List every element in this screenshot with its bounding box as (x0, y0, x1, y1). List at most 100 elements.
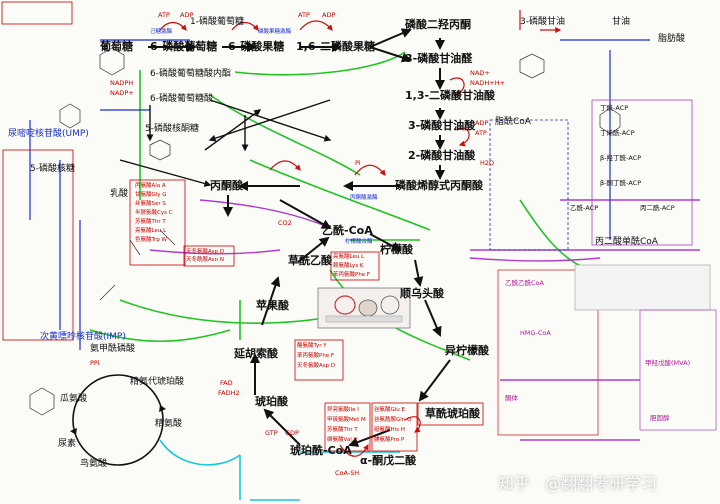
node-oxalosuccinate: 草酰琥珀酸 (425, 407, 480, 420)
node-cisaconitate: 顺乌头酸 (400, 287, 444, 300)
node-glucose: 葡萄糖 (100, 40, 133, 53)
aa-ser: 丝氨酸Ser S (135, 201, 166, 207)
aa-gln: 谷氨酰胺Gln Q (374, 417, 412, 423)
label-cholesterol: 胆固醇 (650, 414, 670, 422)
aa-pro: 脯氨酸Pro P (374, 437, 405, 443)
aa-asp: 天冬氨酸Asp D (186, 249, 225, 255)
blue-pathways (29, 39, 650, 350)
purple-pathways (149, 199, 700, 441)
acp-label-2: 乙酰-ACP (570, 204, 599, 212)
cofactor-nad: NAD+ (470, 69, 490, 77)
aa-thr: 苏氨酸Thr T (135, 219, 166, 225)
aa-thr-2: 苏氨酸Thr T (327, 427, 358, 433)
node-g6p: 6-磷酸葡萄糖 (150, 40, 218, 53)
cofactor-atp-3: ATP (475, 129, 487, 137)
node-ump: 尿嘧啶核苷酸(UMP) (8, 129, 89, 139)
node-pgluconate: 6-磷酸葡萄糖酸 (150, 94, 213, 104)
aa-leu: 亮氨酸Leu L (135, 228, 167, 234)
node-pgl: 6-磷酸葡萄糖酸内酯 (150, 69, 231, 79)
node-bpg: 1,3-二磷酸甘油酸 (405, 89, 496, 102)
aa-trp: 色氨酸Trp W (135, 237, 167, 243)
node-argsucc: 精氨代琥珀酸 (130, 377, 185, 387)
cofactor-adp-2: ADP (322, 11, 336, 19)
watermark-zhihu: 知乎 (498, 474, 531, 493)
aa-lys: 赖氨酸Lys K (333, 263, 364, 269)
enzyme-complex-figure (317, 287, 411, 329)
acp-label-1: 丁酰-ACP (600, 104, 629, 112)
aa-tyr: 酪氨酸Tyr Y (297, 343, 327, 349)
cofactor-coash: CoA-SH (335, 469, 360, 477)
node-pyruvate: 丙酮酸 (210, 179, 243, 192)
node-pentose: 5-磷酸核糖 (30, 164, 75, 174)
aa-asn: 天冬酰胺Asn N (186, 257, 224, 263)
cofactor-adp-1: ADP (180, 11, 194, 19)
node-lactate: 乳酸 (110, 189, 129, 199)
pentose-arrows (119, 99, 332, 187)
node-g3p: 3-磷酸甘油醛 (405, 52, 473, 65)
acp-label-6: 丁烯酰-ACP (600, 129, 635, 137)
node-urea: 尿素 (58, 439, 77, 449)
aa-his: 组氨酸His H (374, 427, 405, 433)
node-imp: 次黄嘌呤核苷酸(IMP) (40, 332, 126, 342)
cofactor-h2o: H2O (480, 159, 495, 167)
aa-met: 甲硫氨酸Met M (327, 417, 366, 423)
cofactor-adp-3: ADP (475, 119, 489, 127)
node-citrulline: 瓜氨酸 (60, 394, 88, 404)
acp-label-4: β-羟丁酰-ACP (600, 154, 642, 162)
aa-ala: 丙氨酸Ala A (135, 183, 166, 189)
node-glycerol3p: 3-磷酸甘油 (520, 17, 565, 27)
cofactor-pi: Pi (355, 159, 361, 167)
enzyme-cs: 柠檬酸合酶 (345, 239, 373, 245)
left-column-boxes (1, 1, 484, 452)
cofactor-nadph: NADPH (110, 79, 134, 87)
cofactor-nadh: NADH+H+ (470, 79, 505, 87)
node-malate: 苹果酸 (256, 299, 289, 312)
aa-val: 缬氨酸Val V (327, 437, 358, 443)
aa-ile: 异亮氨酸Ile I (327, 407, 359, 413)
node-isocitrate: 异柠檬酸 (445, 344, 489, 357)
node-acetylcoa: 乙酰-CoA (322, 224, 373, 237)
aa-cys: 半胱氨酸Cys C (135, 210, 173, 216)
node-fbp: 1,6-二磷酸果糖 (296, 40, 376, 53)
cofactor-co2: CO2 (278, 219, 292, 227)
aa-glu: 谷氨酸Glu E (374, 407, 405, 413)
node-oxaloacetate: 草酰乙酸 (288, 254, 332, 267)
node-fattyacylcoa: 脂酰CoA (495, 117, 531, 127)
urea-cycle (70, 374, 166, 466)
node-pg3: 3-磷酸甘油酸 (408, 119, 476, 132)
fatty-acid-region (489, 99, 717, 436)
node-f6p: 6-磷酸果糖 (228, 40, 285, 53)
node-citrate: 柠檬酸 (380, 243, 413, 256)
node-g1p: 1-磷酸葡萄糖 (190, 17, 244, 27)
enzyme-hexokinase: 己糖激酶 (150, 29, 173, 35)
structure-sketches (29, 47, 621, 416)
aa-leu-2: 亮氨酸Leu L (333, 254, 365, 260)
node-ru5p: 5-磷酸核酮糖 (145, 124, 199, 134)
acp-label-5: β-酮丁酰-ACP (600, 179, 642, 187)
watermark-author: @翻翻考研学习 (545, 474, 658, 493)
label-mva: 甲羟戊酸(MVA) (645, 359, 691, 367)
node-pg2: 2-磷酸甘油酸 (408, 149, 476, 162)
enzyme-pfk: 磷酸果糖激酶 (258, 29, 292, 35)
aa-asp-2: 天冬氨酸Asp D (297, 363, 336, 369)
label-acetoacetyl: 乙酰乙酰CoA (505, 279, 544, 287)
aa-phe-2: 苯丙氨酸Phe F (297, 353, 335, 359)
cofactor-atp-2: ATP (298, 11, 310, 19)
node-malonyl: 丙二酸单酰CoA (595, 237, 658, 247)
node-dhap: 磷酸二羟丙酮 (405, 18, 471, 31)
cofactor-gdp: GDP (285, 429, 299, 437)
aa-phe: 苯丙氨酸Phe F (333, 272, 371, 278)
cofactor-nadp: NADP+ (110, 89, 134, 97)
node-arginine: 精氨酸 (155, 419, 183, 429)
node-fumarate: 延胡索酸 (234, 347, 278, 360)
label-ketone: 酮体 (505, 394, 518, 402)
cofactor-gtp: GTP (265, 429, 278, 437)
node-fattyacid: 脂肪酸 (658, 34, 686, 44)
node-akg: α-酮戊二酸 (360, 454, 417, 467)
node-glycerol: 甘油 (612, 17, 631, 27)
cofactor-fadh2: FADH2 (218, 389, 240, 397)
cofactor-ppi: PPi (90, 359, 100, 367)
cofactor-fad: FAD (220, 379, 233, 387)
cofactor-atp-1: ATP (158, 11, 170, 19)
